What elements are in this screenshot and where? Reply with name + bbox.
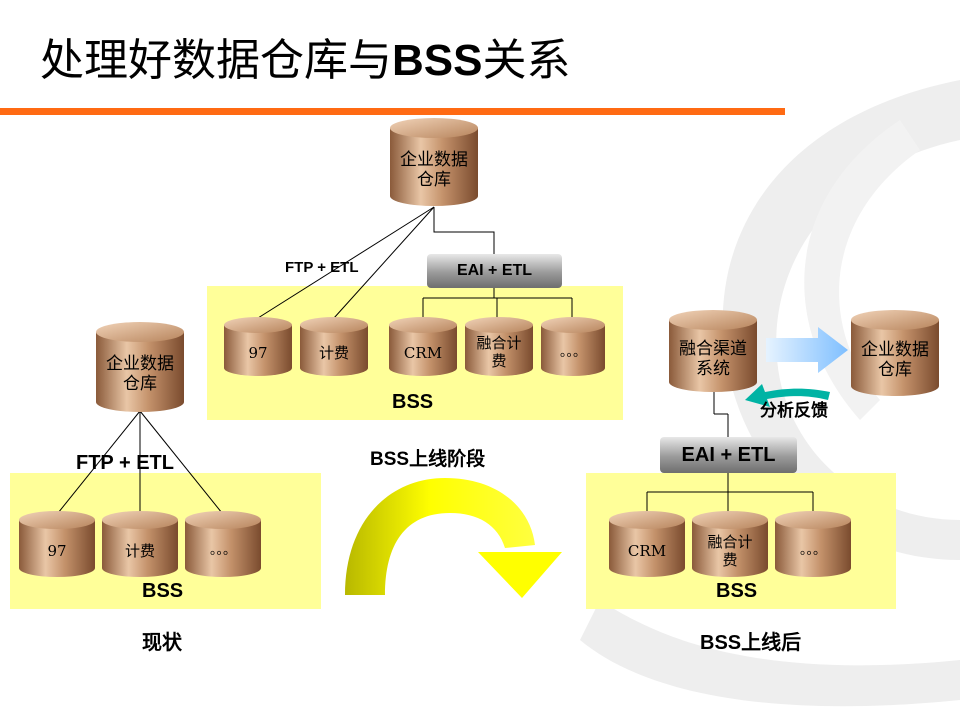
right-crm-cylinder — [609, 511, 685, 577]
feedback-label: 分析反馈 — [760, 401, 828, 421]
left-billing-cylinder — [102, 511, 178, 577]
right-conv-billing-cylinder — [692, 511, 768, 577]
right-more-cylinder — [775, 511, 851, 577]
top-eai-etl-box: EAI + ETL — [427, 254, 562, 288]
right-channel-cylinder — [669, 310, 757, 392]
top-conv-billing-cylinder — [465, 317, 533, 376]
left-97-cylinder — [19, 511, 95, 577]
top-bss-label: BSS — [392, 391, 434, 413]
right-connectors — [646, 392, 814, 513]
feedback-arrow — [745, 384, 830, 407]
left-more-cylinder — [185, 511, 261, 577]
right-bss-label: BSS — [716, 580, 758, 602]
top-ftp-etl-label: FTP + ETL — [285, 259, 359, 276]
top-billing-cylinder — [300, 317, 368, 376]
top-97-cylinder — [224, 317, 292, 376]
left-dw-cylinder — [96, 322, 184, 412]
top-connectors — [257, 206, 573, 319]
top-more-cylinder — [541, 317, 605, 376]
left-connectors — [57, 410, 223, 514]
cylinders — [19, 118, 939, 577]
left-caption: 现状 — [142, 630, 182, 654]
top-crm-cylinder — [389, 317, 457, 376]
right-caption: BSS上线后 — [700, 632, 802, 654]
stage-label: BSS上线阶段 — [370, 449, 486, 470]
title-underline — [0, 108, 785, 115]
left-ftp-etl-label: FTP + ETL — [76, 452, 174, 474]
transition-arrow — [345, 478, 562, 598]
right-eai-etl-box: EAI + ETL — [660, 437, 797, 473]
blue-arrow-to-dw — [766, 327, 848, 373]
page-title: 处理好数据仓库与BSS关系 — [40, 35, 571, 86]
top-dw-cylinder — [390, 118, 478, 206]
right-dw-cylinder — [851, 310, 939, 396]
left-bss-label: BSS — [142, 580, 184, 602]
